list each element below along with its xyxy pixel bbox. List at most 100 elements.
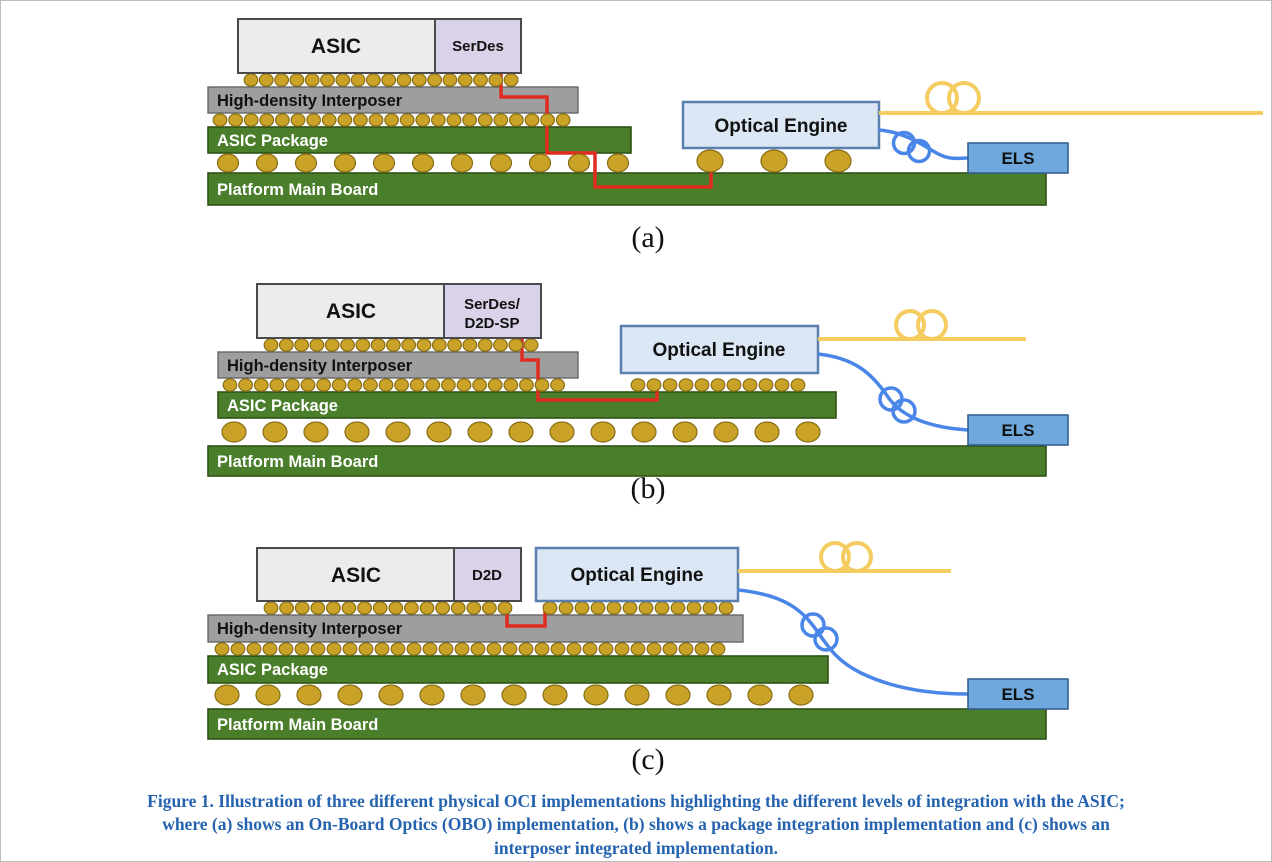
solder-bump bbox=[503, 378, 519, 392]
solder-bump bbox=[341, 601, 357, 615]
solder-bump bbox=[486, 642, 502, 656]
asic-chip bbox=[256, 547, 455, 602]
solder-bump bbox=[221, 421, 247, 443]
solder-bump-row bbox=[243, 73, 519, 87]
solder-bump bbox=[294, 642, 310, 656]
els-label: ELS bbox=[1001, 149, 1034, 168]
solder-bump bbox=[378, 684, 404, 706]
solder-bump bbox=[416, 338, 432, 352]
solder-bump bbox=[289, 73, 305, 87]
solder-bump bbox=[337, 684, 363, 706]
els-module bbox=[967, 414, 1069, 446]
solder-bump bbox=[678, 378, 694, 392]
solder-bump bbox=[290, 113, 306, 127]
solder-bump bbox=[303, 421, 329, 443]
optical-engine bbox=[681, 100, 881, 150]
solder-bump bbox=[583, 684, 609, 706]
solder-bump bbox=[477, 113, 493, 127]
solder-bump bbox=[214, 684, 240, 706]
solder-bump bbox=[567, 153, 591, 173]
solder-bump bbox=[528, 153, 552, 173]
solder-bump-row bbox=[222, 378, 565, 392]
solder-bump bbox=[279, 601, 295, 615]
solder-bump bbox=[350, 73, 366, 87]
main-board-label: Platform Main Board bbox=[217, 453, 378, 471]
solder-bump bbox=[672, 421, 698, 443]
solder-bump bbox=[259, 113, 275, 127]
serdes-d2d-label-line1: SerDes/ bbox=[464, 296, 521, 313]
solder-bump bbox=[324, 338, 340, 352]
solder-bump bbox=[388, 601, 404, 615]
solder-bump bbox=[300, 378, 316, 392]
solder-bump bbox=[558, 601, 574, 615]
solder-bump bbox=[347, 378, 363, 392]
solder-bump bbox=[406, 642, 422, 656]
solder-bump bbox=[710, 642, 726, 656]
solder-bump bbox=[316, 378, 332, 392]
solder-bump bbox=[614, 642, 630, 656]
solder-bump bbox=[460, 684, 486, 706]
optical-engine-label: Optical Engine bbox=[570, 565, 703, 586]
asic-package-label: ASIC Package bbox=[217, 132, 328, 150]
solder-bump bbox=[482, 601, 497, 615]
solder-bump bbox=[566, 642, 582, 656]
solder-bump bbox=[285, 378, 300, 392]
solder-bump bbox=[262, 421, 288, 443]
solder-bump bbox=[263, 601, 279, 615]
solder-bump bbox=[582, 642, 598, 656]
interposer-label: High-density Interposer bbox=[217, 92, 403, 110]
asic-chip bbox=[256, 283, 445, 339]
solder-bump bbox=[310, 601, 326, 615]
solder-bump bbox=[473, 73, 488, 87]
solder-bump bbox=[654, 601, 670, 615]
fiber-coil-icon bbox=[813, 626, 839, 652]
solder-bump bbox=[467, 421, 493, 443]
solder-bump bbox=[278, 338, 294, 352]
solder-bump bbox=[630, 642, 646, 656]
solder-bump bbox=[275, 113, 290, 127]
solder-bump bbox=[253, 378, 269, 392]
solder-bump bbox=[534, 642, 550, 656]
solder-bump bbox=[230, 642, 246, 656]
els-module bbox=[967, 678, 1069, 710]
fiber-coil-icon bbox=[925, 81, 959, 115]
asic-label: ASIC bbox=[311, 35, 361, 58]
solder-bump bbox=[337, 113, 353, 127]
solder-bump bbox=[404, 601, 419, 615]
solder-bump bbox=[456, 378, 472, 392]
asic-package-layer bbox=[207, 126, 632, 154]
fiber-coil-icon bbox=[819, 541, 851, 573]
solder-bump bbox=[710, 378, 726, 392]
solder-bump bbox=[228, 113, 244, 127]
solder-bump bbox=[519, 378, 534, 392]
asic-package-label: ASIC Package bbox=[217, 661, 328, 679]
solder-bump bbox=[502, 642, 518, 656]
solder-bump bbox=[509, 113, 524, 127]
solder-bump bbox=[255, 684, 281, 706]
solder-bump bbox=[427, 73, 443, 87]
solder-bump bbox=[508, 421, 534, 443]
solder-bump bbox=[384, 113, 400, 127]
solder-bump bbox=[518, 642, 534, 656]
solder-bump bbox=[718, 601, 734, 615]
solder-bump bbox=[549, 421, 575, 443]
main-board-layer bbox=[207, 445, 1047, 477]
panel-c: ASIC D2D Optical Engine High-density Int… bbox=[207, 541, 1069, 776]
solder-bump bbox=[396, 73, 412, 87]
solder-bump bbox=[497, 601, 513, 615]
panel-a: ASIC SerDes High-density Interposer ASIC… bbox=[207, 18, 1263, 254]
panel-b: ASIC SerDes/ D2D-SP High-density Interpo… bbox=[207, 283, 1069, 505]
solder-bump bbox=[462, 338, 478, 352]
solder-bump bbox=[425, 378, 441, 392]
solder-bump bbox=[446, 113, 462, 127]
solder-bump bbox=[550, 642, 566, 656]
oci-diagram: ASIC SerDes High-density Interposer ASIC… bbox=[207, 18, 1263, 776]
solder-bump bbox=[662, 378, 678, 392]
solder-bump bbox=[477, 338, 493, 352]
main-board-label: Platform Main Board bbox=[217, 181, 378, 199]
solder-bump bbox=[574, 601, 590, 615]
solder-bump bbox=[503, 73, 519, 87]
asic-package-label: ASIC Package bbox=[227, 397, 338, 415]
solder-bump-row bbox=[221, 421, 821, 443]
solder-bump bbox=[243, 73, 259, 87]
